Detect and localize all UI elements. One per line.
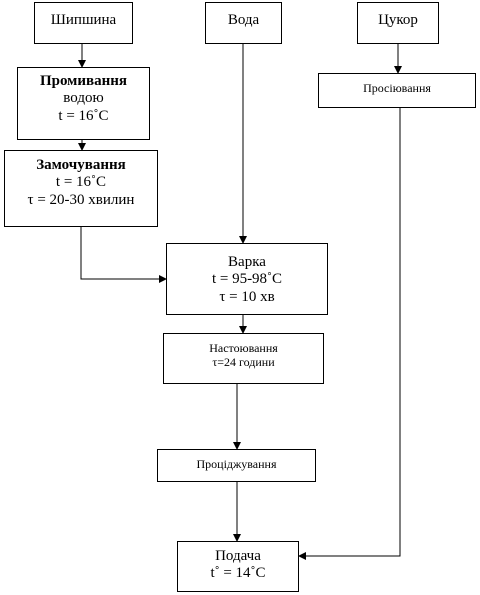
node-infusion: Настоювання τ=24 години [163,333,324,384]
node-boiling-title: Варка [228,254,266,270]
node-soaking-temp: t = 16˚С [55,174,107,191]
node-soaking-time: τ = 20-30 хвилин [27,191,135,208]
node-water-label: Вода [227,12,260,28]
node-washing: Промивання водою t = 16˚С [17,67,150,140]
node-sifting-label: Просіювання [363,81,431,95]
node-washing-temp: t = 16˚С [58,107,109,124]
node-soaking: Замочування t = 16˚С τ = 20-30 хвилин [4,150,158,227]
node-serving: Подача t˚ = 14˚С [177,541,299,592]
arrow-soaking-to-boiling [80,227,167,283]
node-straining: Проціджування [157,449,316,482]
node-rosehip: Шипшина [34,2,133,44]
node-infusion-time: τ=24 години [212,354,275,369]
node-rosehip-label: Шипшина [50,12,117,28]
node-straining-label: Проціджування [196,457,277,471]
node-soaking-title: Замочування [36,157,126,173]
node-boiling: Варка t = 95-98˚С τ = 10 хв [166,243,328,315]
node-sifting: Просіювання [318,73,476,108]
node-washing-subtitle: водою [63,90,104,107]
node-boiling-time: τ = 10 хв [219,288,275,305]
node-serving-title: Подача [215,548,261,564]
node-sugar-label: Цукор [378,12,418,28]
node-sugar: Цукор [357,2,439,44]
node-infusion-title: Настоювання [209,341,278,355]
node-water: Вода [205,2,282,44]
node-washing-title: Промивання [39,73,128,89]
arrow-sifting-to-serving [298,108,401,560]
node-boiling-temp: t = 95-98˚С [211,271,283,288]
node-serving-temp: t˚ = 14˚С [210,565,266,582]
